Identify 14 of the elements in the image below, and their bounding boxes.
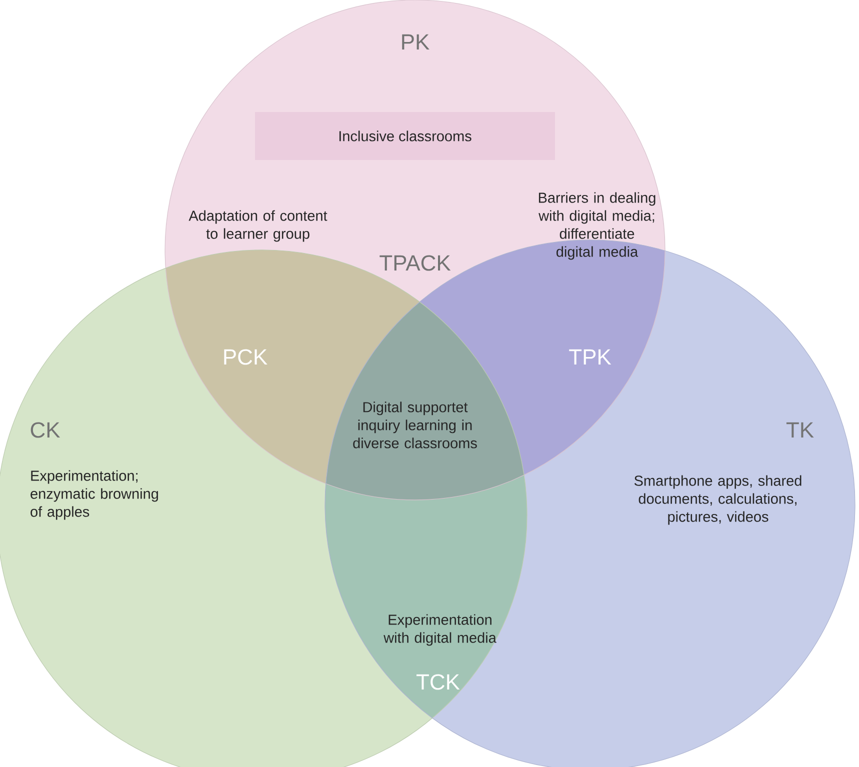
- circle-label: PK: [402, 34, 430, 50]
- region-text: Smartphone apps, shared documents, calculations, pictures, videos: [634, 475, 802, 525]
- region-text: Experimentation; enzymatic browning of apples: [30, 470, 158, 520]
- region-text: Adaptation of content to learner group: [188, 210, 328, 242]
- region-label: TPACK: [380, 255, 451, 271]
- region-label: PCK: [224, 349, 268, 365]
- region-text: Inclusive classrooms: [339, 130, 472, 142]
- circle-label: TK: [786, 422, 814, 438]
- region-text: Barriers in dealing with digital media; differentiate digital media: [538, 192, 656, 260]
- region-text: Experimentation with digital media: [384, 614, 496, 646]
- region-label: TCK: [416, 674, 460, 690]
- region-label: TPK: [569, 349, 612, 365]
- region-text: Digital supportet inquiry learning in diverse classrooms: [353, 402, 477, 448]
- circle-label: CK: [30, 422, 60, 438]
